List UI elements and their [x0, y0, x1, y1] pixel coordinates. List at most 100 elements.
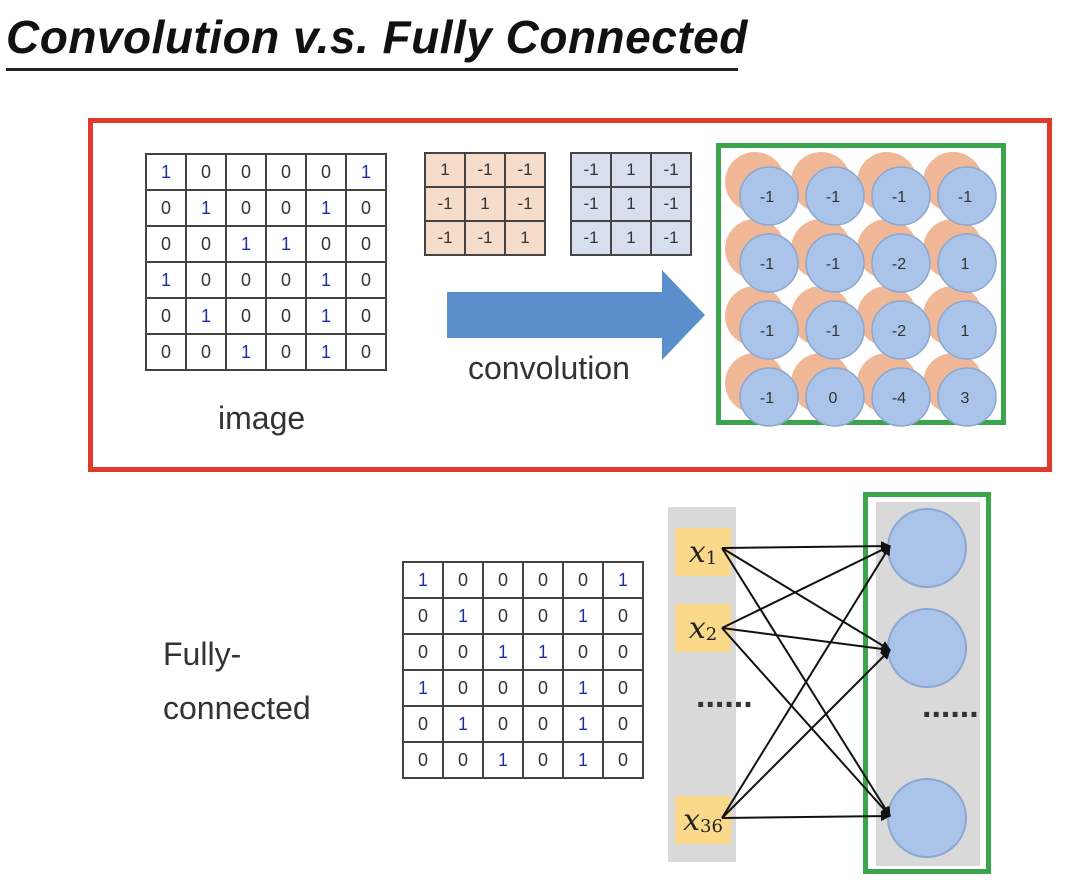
filter-2-cell: 1 — [610, 220, 652, 256]
image-matrix-cell: 0 — [145, 297, 187, 335]
fc-image-matrix-cell: 0 — [442, 561, 484, 599]
fc-image-matrix-cell: 1 — [562, 741, 604, 779]
image-matrix-cell: 0 — [145, 189, 187, 227]
filter-1-cell: -1 — [464, 220, 506, 256]
neuron-2 — [887, 608, 967, 688]
image-matrix-cell: 0 — [225, 153, 267, 191]
filter-1-cell: -1 — [424, 186, 466, 222]
filter-1-cell: 1 — [504, 220, 546, 256]
feature-map-1-node — [739, 166, 799, 226]
filter-2-cell: 1 — [610, 152, 652, 188]
feature-map-value: -1 — [826, 189, 840, 206]
feature-map-1-node — [937, 367, 997, 427]
fc-image-matrix-cell: 1 — [402, 669, 444, 707]
image-matrix-cell: 0 — [225, 261, 267, 299]
fc-connection — [721, 627, 891, 817]
image-matrix-cell: 0 — [265, 333, 307, 371]
image-matrix-cell: 0 — [185, 225, 227, 263]
image-matrix-cell: 1 — [145, 153, 187, 191]
image-matrix-cell: 1 — [225, 225, 267, 263]
feature-map-1-node — [871, 367, 931, 427]
filter-2-cell: -1 — [570, 152, 612, 188]
feature-map-1-node — [739, 233, 799, 293]
fc-image-matrix-cell: 0 — [442, 669, 484, 707]
fc-image-matrix-cell: 0 — [482, 669, 524, 707]
fc-image-matrix-cell: 0 — [522, 741, 564, 779]
fc-image-matrix-cell: 0 — [402, 633, 444, 671]
input-x36-var: x — [683, 802, 700, 838]
feature-map-1-node — [937, 233, 997, 293]
slide-title: Convolution v.s. Fully Connected — [6, 11, 748, 63]
fc-image-matrix-cell: 0 — [562, 561, 604, 599]
fc-label-line2: connected — [163, 690, 311, 726]
image-matrix-cell: 1 — [345, 153, 387, 191]
neuron-1 — [887, 508, 967, 588]
fc-image-matrix-cell: 0 — [522, 669, 564, 707]
input-x2-var: x — [688, 610, 706, 646]
filter-2-cell: -1 — [650, 152, 692, 188]
input-x1-sub: 1 — [705, 547, 718, 569]
feature-map-value: 3 — [961, 390, 970, 407]
fc-image-matrix-cell: 1 — [562, 705, 604, 743]
filter-2-cell: -1 — [650, 186, 692, 222]
image-matrix-cell: 0 — [145, 333, 187, 371]
image-matrix-cell: 1 — [305, 333, 347, 371]
image-matrix-cell: 0 — [345, 297, 387, 335]
image-matrix-cell: 1 — [305, 297, 347, 335]
filter-1-cell: 1 — [464, 186, 506, 222]
filter-1-row: 1-1-1 — [424, 152, 546, 188]
feature-map-value: -1 — [760, 390, 774, 407]
image-matrix-cell: 1 — [305, 189, 347, 227]
fc-image-matrix-cell: 1 — [482, 741, 524, 779]
fc-image-matrix-cell: 1 — [442, 705, 484, 743]
feature-map-1-node — [937, 300, 997, 360]
convolution-arrow — [447, 270, 705, 360]
fc-image-matrix-cell: 0 — [482, 597, 524, 635]
fc-image-matrix-cell: 1 — [522, 633, 564, 671]
filter-2-cell: -1 — [570, 186, 612, 222]
feature-map-1-node — [871, 166, 931, 226]
filter-2-cell: -1 — [570, 220, 612, 256]
feature-map-1-node — [739, 367, 799, 427]
fc-image-matrix-cell: 0 — [482, 705, 524, 743]
feature-map-1-node — [805, 367, 865, 427]
feature-map-value: -1 — [760, 256, 774, 273]
feature-map-value: -1 — [958, 189, 972, 206]
fc-connection — [721, 545, 891, 629]
fc-image-matrix-cell: 0 — [602, 741, 644, 779]
input-x36-sub: 36 — [700, 815, 723, 837]
fc-image-matrix-cell: 0 — [442, 741, 484, 779]
feature-map-1-node — [937, 166, 997, 226]
fc-image-matrix-cell: 1 — [482, 633, 524, 671]
fc-image-matrix-cell: 1 — [562, 669, 604, 707]
image-matrix-cell: 0 — [185, 153, 227, 191]
filter-1-cell: -1 — [504, 186, 546, 222]
image-matrix-cell: 0 — [145, 225, 187, 263]
image-matrix-cell: 0 — [345, 261, 387, 299]
fc-connection — [721, 547, 891, 651]
title-underline — [6, 68, 738, 71]
fc-image-matrix-cell: 0 — [482, 561, 524, 599]
feature-map-value: 0 — [829, 390, 838, 407]
filter-1-cell: -1 — [424, 220, 466, 256]
fc-label-line1: Fully- — [163, 636, 242, 672]
feature-map-value: -4 — [892, 390, 906, 407]
fc-image-matrix-cell: 0 — [602, 633, 644, 671]
image-matrix-cell: 1 — [225, 333, 267, 371]
fc-image-matrix-cell: 1 — [402, 561, 444, 599]
feature-map-1-node — [805, 300, 865, 360]
